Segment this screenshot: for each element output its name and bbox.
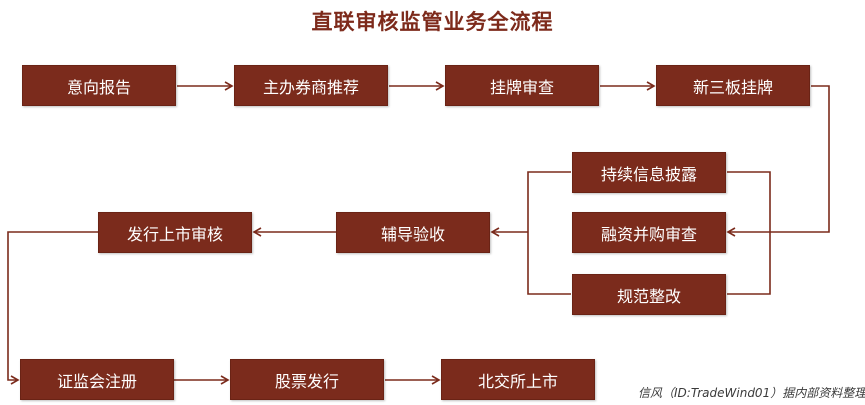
node-continuous-disclosure: 持续信息披露 bbox=[572, 152, 726, 193]
page-title: 直联审核监管业务全流程 bbox=[311, 10, 554, 34]
source-footnote: 信风（ID:TradeWind01）据内部资料整理 bbox=[638, 386, 865, 400]
node-financing-ma-review: 融资并购审查 bbox=[572, 212, 726, 253]
bracket-left-group bbox=[527, 171, 571, 295]
node-neeq-listing: 新三板挂牌 bbox=[656, 65, 810, 106]
node-broker-recommend: 主办券商推荐 bbox=[234, 65, 388, 106]
node-listing-review: 挂牌审查 bbox=[445, 65, 599, 106]
node-tutoring-acceptance: 辅导验收 bbox=[336, 212, 490, 253]
connector-neeq-to-financing bbox=[726, 85, 830, 237]
node-bse-listing: 北交所上市 bbox=[441, 359, 595, 400]
node-stock-issuance: 股票发行 bbox=[230, 359, 384, 400]
node-intent-report: 意向报告 bbox=[22, 65, 176, 106]
bracket-right-group bbox=[727, 171, 771, 295]
node-issuance-review: 发行上市审核 bbox=[98, 212, 252, 253]
node-csrc-registration: 证监会注册 bbox=[20, 359, 174, 400]
node-rectification: 规范整改 bbox=[572, 274, 726, 315]
connector-issuance-review-to-csrc bbox=[7, 231, 98, 385]
